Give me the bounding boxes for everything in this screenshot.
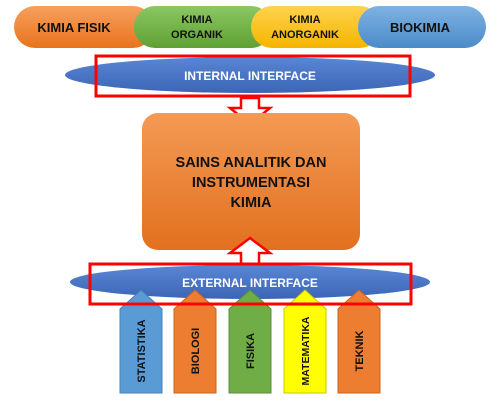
internal-interface-ellipse: [65, 57, 435, 93]
bottom-row: STATISTIKA BIOLOGI FISIKA MATEMATIKA TEK…: [119, 289, 381, 394]
discipline-kimia-anorganik: KIMIA ANORGANIK: [251, 6, 381, 48]
arrow-fisika: [228, 289, 272, 394]
center-line-2: INSTRUMENTASI: [192, 175, 310, 191]
label-kimia-organik-line1: KIMIA: [181, 14, 212, 26]
arrow-matematika: [283, 289, 327, 394]
top-row: KIMIA FISIK KIMIA ORGANIK KIMIA ANORGANI…: [14, 6, 486, 48]
label-kimia-anorganik-line1: KIMIA: [289, 14, 320, 26]
field-biologi: BIOLOGI: [173, 289, 217, 394]
label-biokimia: BIOKIMIA: [390, 20, 451, 35]
label-biologi: BIOLOGI: [190, 328, 202, 374]
pill-kimia-fisik: [14, 6, 154, 48]
center-line-3: KIMIA: [230, 195, 272, 211]
pill-kimia-anorganik: [251, 6, 381, 48]
label-teknik: TEKNIK: [354, 330, 366, 371]
arrow-teknik: [337, 289, 381, 394]
label-kimia-organik-line2: ORGANIK: [171, 29, 223, 41]
center-line-1: SAINS ANALITIK DAN: [176, 155, 327, 171]
label-fisika: FISIKA: [245, 333, 257, 369]
discipline-biokimia: BIOKIMIA: [358, 6, 486, 48]
external-interface-ellipse: [70, 265, 430, 299]
field-matematika: MATEMATIKA: [283, 289, 327, 394]
internal-interface-highlight: [94, 54, 412, 98]
field-teknik: TEKNIK: [337, 289, 381, 394]
external-interface-highlight: [88, 262, 413, 306]
discipline-kimia-organik: KIMIA ORGANIK: [134, 6, 272, 48]
center-box: SAINS ANALITIK DAN INSTRUMENTASI KIMIA: [142, 113, 360, 250]
label-matematika: MATEMATIKA: [300, 316, 312, 385]
pill-kimia-organik: [134, 6, 272, 48]
arrow-statistika: [119, 289, 163, 394]
arrow-biologi: [173, 289, 217, 394]
label-statistika: STATISTIKA: [136, 319, 148, 382]
pill-biokimia: [358, 6, 486, 48]
internal-interface: INTERNAL INTERFACE: [65, 54, 435, 98]
label-kimia-fisik: KIMIA FISIK: [37, 20, 111, 35]
field-statistika: STATISTIKA: [119, 289, 163, 394]
external-interface-label: EXTERNAL INTERFACE: [182, 276, 318, 290]
label-kimia-anorganik-line2: ANORGANIK: [271, 29, 339, 41]
external-interface: EXTERNAL INTERFACE: [70, 265, 430, 299]
discipline-kimia-fisik: KIMIA FISIK: [14, 6, 154, 48]
field-fisika: FISIKA: [228, 289, 272, 394]
center-box-shape: [142, 113, 360, 250]
internal-interface-label: INTERNAL INTERFACE: [184, 69, 316, 83]
